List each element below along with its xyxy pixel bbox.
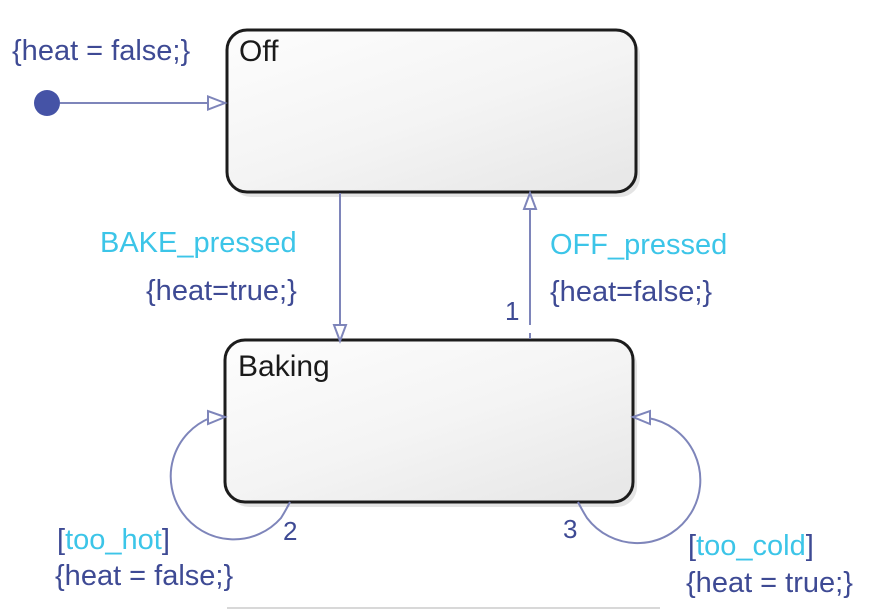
bake-transition-event[interactable]: BAKE_pressed — [100, 227, 297, 259]
too-hot-transition-action[interactable]: {heat = false;} — [55, 560, 233, 592]
guard-open-bracket: [ — [57, 524, 65, 556]
guard-open-bracket: [ — [688, 530, 696, 562]
off-state[interactable] — [225, 28, 638, 194]
default-transition-action[interactable]: {heat = false;} — [12, 35, 190, 67]
arrowhead-down-icon — [332, 324, 348, 344]
default-transition[interactable]: {heat = false;} — [12, 35, 228, 116]
baking-state-title[interactable]: Baking — [238, 350, 330, 383]
too-hot-loop-line[interactable] — [169, 417, 291, 541]
guard-close-bracket: ] — [162, 524, 170, 556]
too-cold-loop-line[interactable] — [577, 417, 702, 545]
too-hot-transition-guard[interactable]: [too_hot] — [57, 524, 170, 556]
off-state-title[interactable]: Off — [239, 35, 279, 68]
too-cold-self-transition[interactable]: 3 [too_cold] {heat = true;} — [563, 409, 853, 599]
off-transition[interactable]: 1 OFF_pressed {heat=false;} — [505, 190, 727, 339]
bake-transition-action[interactable]: {heat=true;} — [146, 275, 297, 307]
arrowhead-right-icon — [207, 95, 228, 111]
arrowhead-left-icon — [630, 409, 651, 426]
baking-state[interactable] — [223, 338, 635, 504]
arrowhead-up-icon — [522, 190, 538, 210]
guard-close-bracket: ] — [806, 530, 814, 562]
off-transition-event[interactable]: OFF_pressed — [550, 229, 727, 261]
too-cold-transition-order[interactable]: 3 — [563, 514, 577, 544]
too-cold-transition-guard[interactable]: [too_cold] — [688, 530, 814, 562]
guard-text[interactable]: too_cold — [696, 530, 806, 562]
guard-text[interactable]: too_hot — [65, 524, 162, 556]
arrowhead-right-icon — [207, 409, 228, 426]
too-hot-transition-order[interactable]: 2 — [283, 516, 297, 546]
too-hot-self-transition[interactable]: 2 [too_hot] {heat = false;} — [55, 409, 297, 592]
too-cold-transition-action[interactable]: {heat = true;} — [686, 567, 853, 599]
off-transition-order[interactable]: 1 — [505, 296, 519, 326]
off-transition-action[interactable]: {heat=false;} — [550, 276, 712, 308]
initial-state-dot-icon[interactable] — [34, 90, 60, 116]
bake-transition[interactable]: BAKE_pressed {heat=true;} — [100, 193, 348, 344]
